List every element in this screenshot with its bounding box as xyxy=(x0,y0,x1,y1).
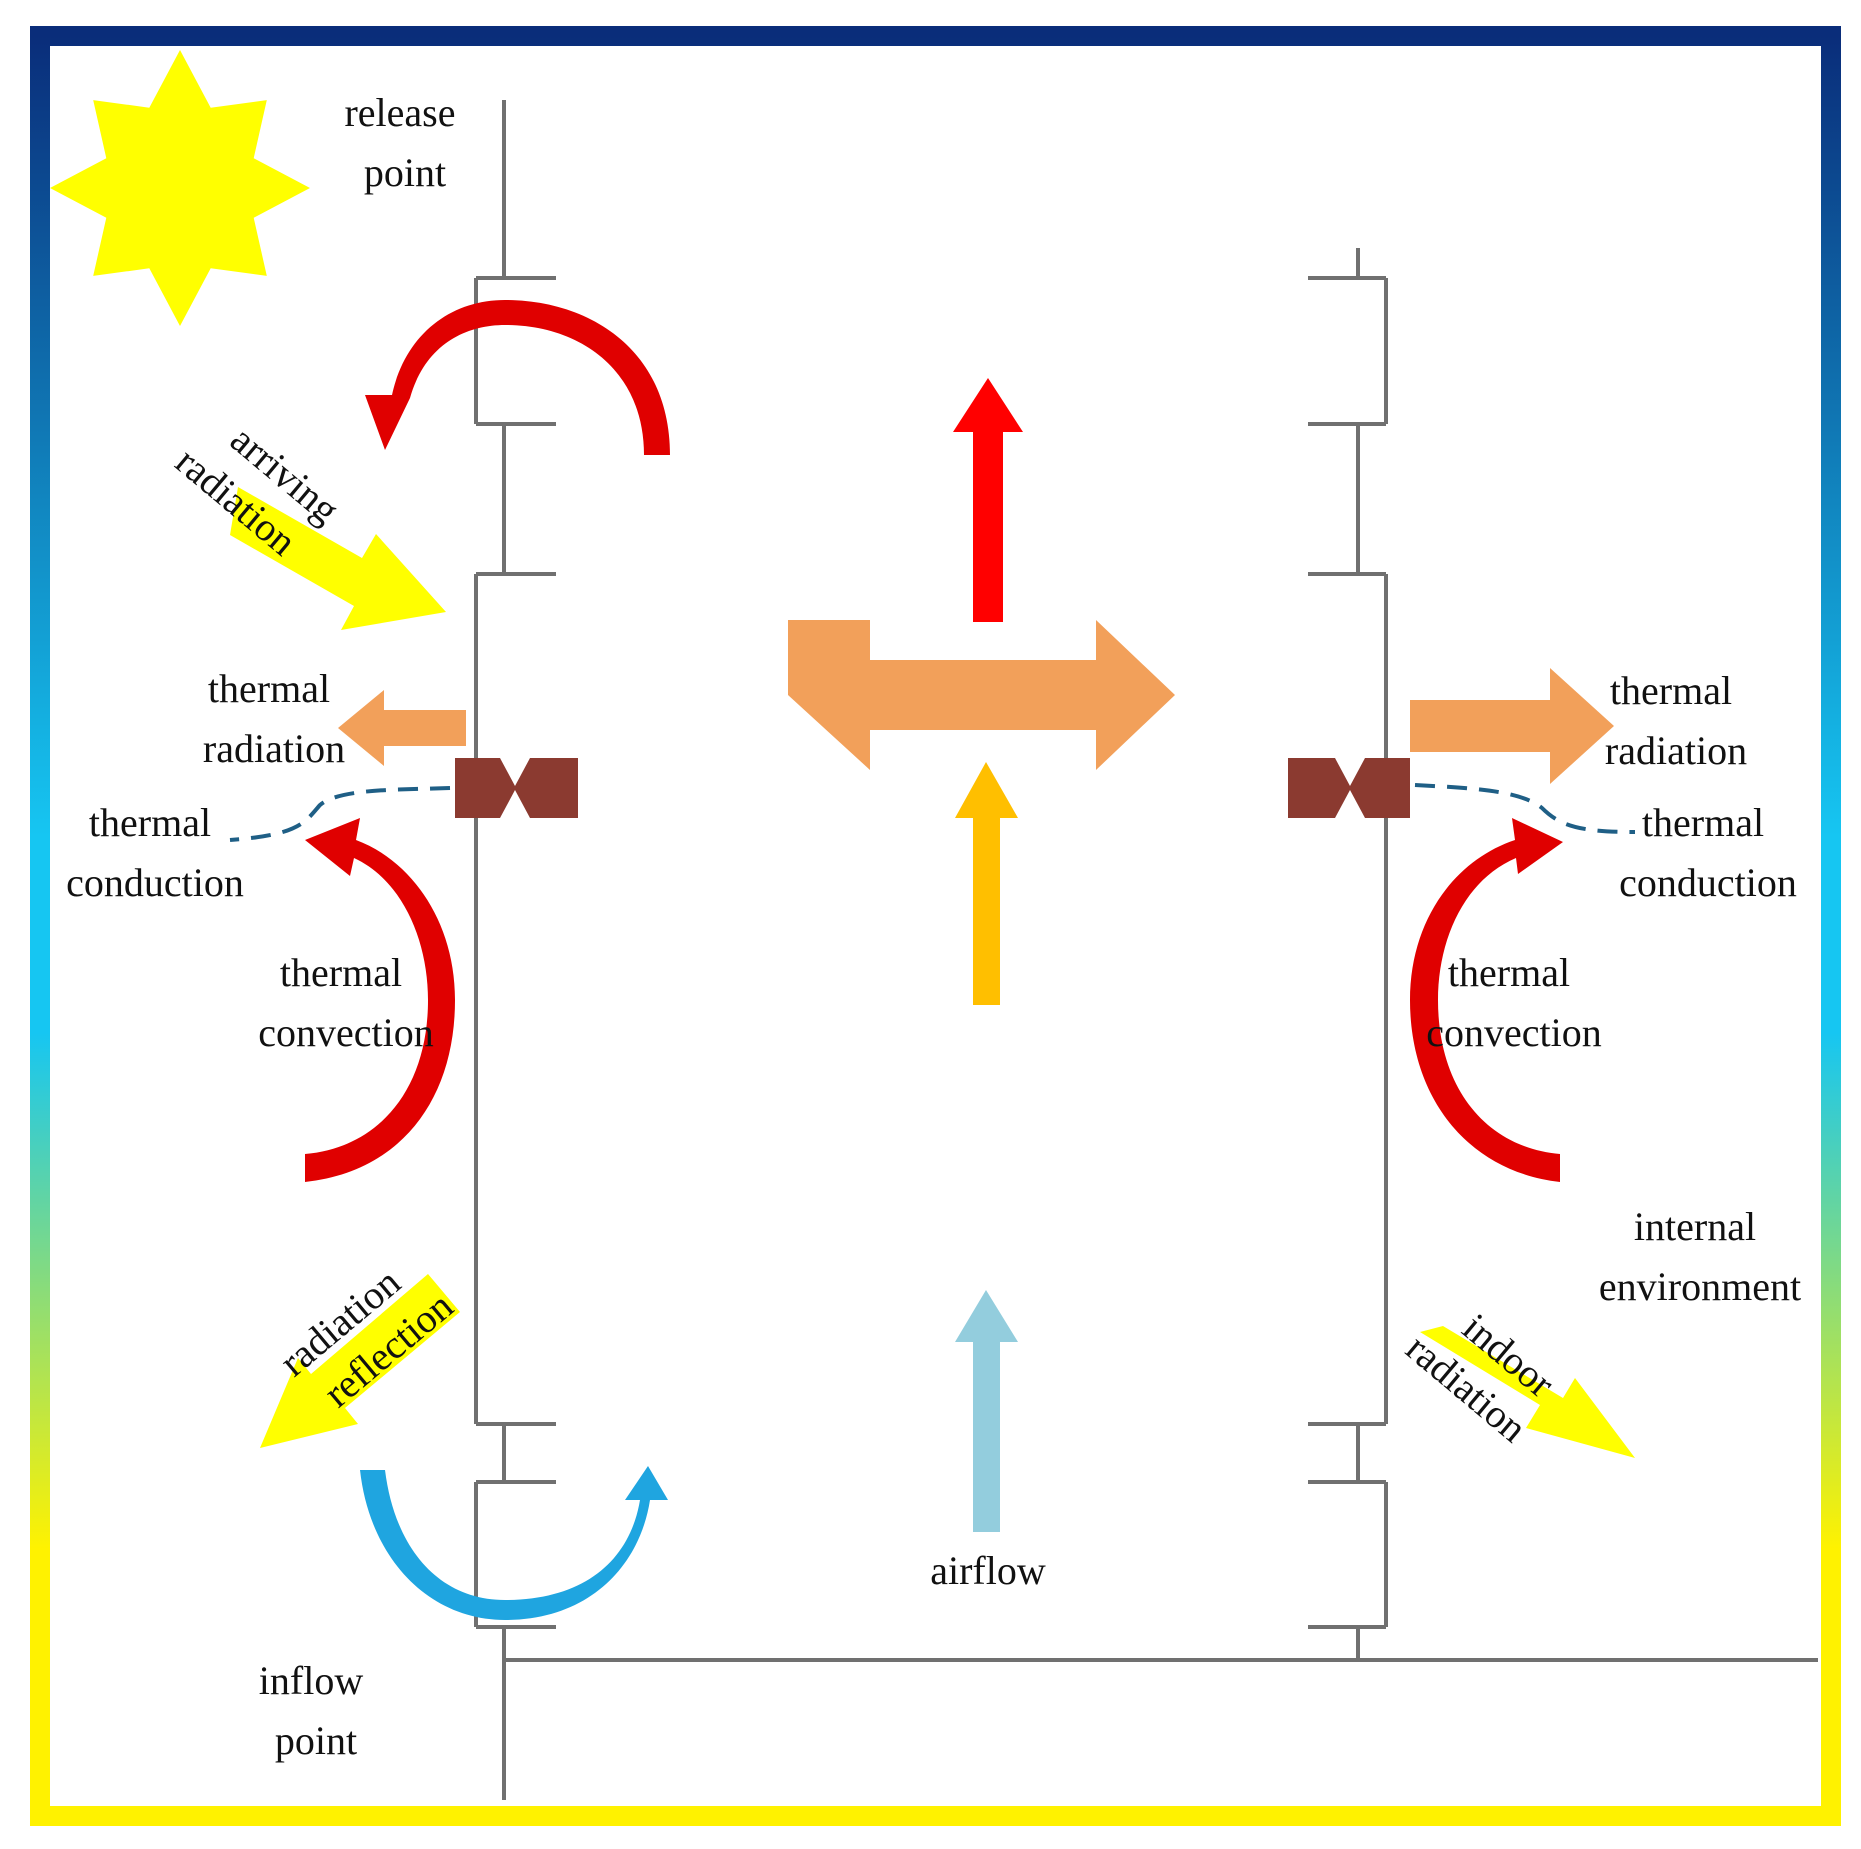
indoor-radiation-arrow xyxy=(1420,1326,1635,1458)
thermal-radiation-left-arrow xyxy=(338,690,466,766)
radiation-reflection-arrow xyxy=(260,1274,460,1448)
thermal-radiation-right-label: thermal radiation xyxy=(1605,668,1747,773)
inner-facade-wall xyxy=(1308,248,1388,1660)
thermal-convection-left-arc xyxy=(305,818,455,1182)
thermal-conduction-left-line xyxy=(229,786,451,842)
thermal-convection-right-label: thermal convection xyxy=(1426,950,1602,1055)
thermal-radiation-left-label: thermal radiation xyxy=(203,666,345,771)
thermal-convection-right-arc xyxy=(1410,818,1563,1182)
outer-facade-wall xyxy=(474,100,556,1800)
thermal-convection-left-label: thermal convection xyxy=(258,950,434,1055)
thermal-conduction-right-line xyxy=(1414,783,1636,834)
thermal-conduction-right-label: thermal conduction xyxy=(1619,800,1797,905)
left-window-valve xyxy=(455,758,578,818)
airflow-up-arrow xyxy=(955,1290,1018,1532)
thermal-conduction-left-label: thermal conduction xyxy=(66,800,244,905)
horizontal-double-arrow xyxy=(788,620,1175,770)
gradient-frame xyxy=(30,26,1841,1826)
thermal-radiation-right-arrow xyxy=(1410,668,1614,784)
arriving-radiation-arrow xyxy=(230,487,446,630)
inflow-point-label: inflow point xyxy=(259,1658,373,1763)
sun-icon xyxy=(50,50,310,326)
right-window-valve xyxy=(1288,758,1410,818)
inflow-arc xyxy=(360,1466,668,1620)
hot-air-up-arrow xyxy=(953,378,1023,622)
airflow-label: airflow xyxy=(930,1548,1046,1593)
release-convection-arc xyxy=(365,300,670,455)
internal-environment-label: internal environment xyxy=(1599,1204,1801,1309)
release-point-label: release point xyxy=(344,90,465,195)
warm-air-up-arrow xyxy=(955,762,1018,1005)
